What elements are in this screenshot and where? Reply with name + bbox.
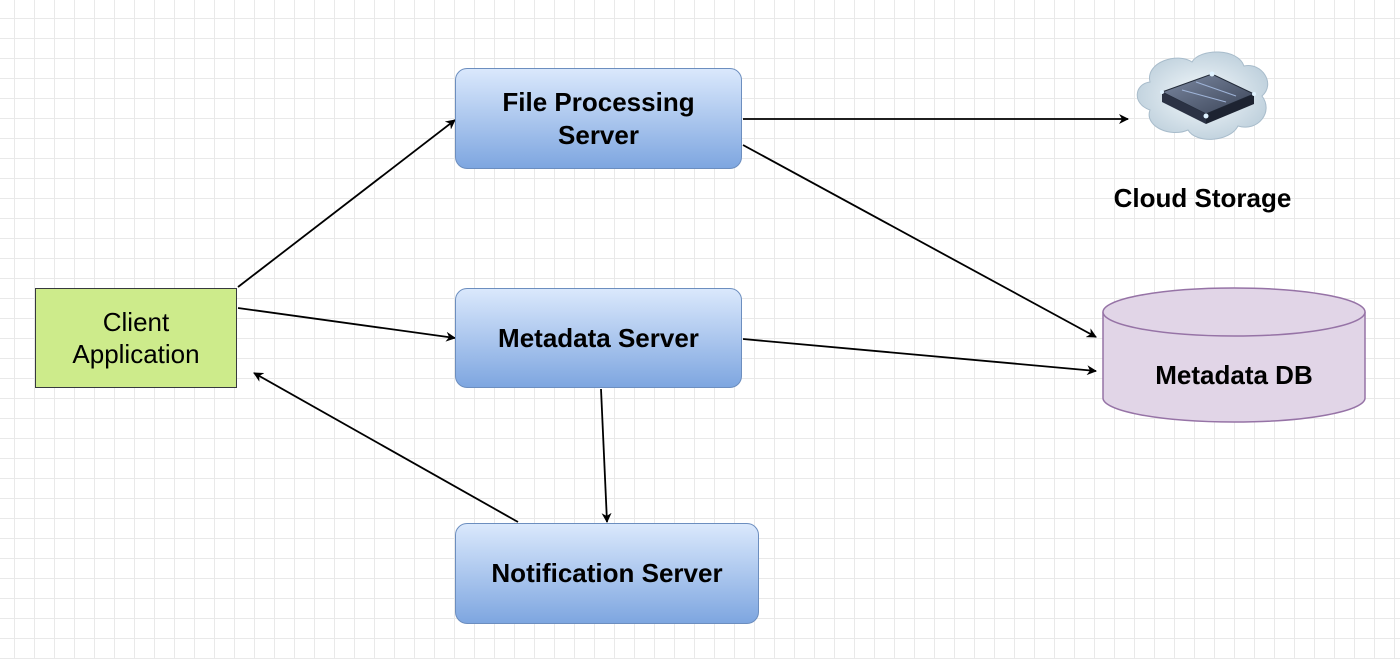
metadata-server-node: Metadata Server — [455, 288, 742, 388]
client-application-node: Client Application — [35, 288, 237, 388]
file-processing-server-node: File Processing Server — [455, 68, 742, 169]
metadata-db-label: Metadata DB — [1155, 359, 1313, 390]
edge-file-processing-to-metadata-db — [742, 144, 1097, 338]
edge-client-to-file-processing — [237, 119, 456, 288]
cloud-storage-icon — [1136, 51, 1269, 140]
metadata-db-cylinder — [1102, 287, 1366, 423]
edge-metadata-server-to-notification-server — [600, 388, 612, 523]
cloud-storage-label: Cloud Storage — [1113, 182, 1292, 213]
edge-metadata-server-to-metadata-db — [742, 338, 1097, 376]
edge-notification-server-to-client — [253, 372, 519, 523]
notification-server-node: Notification Server — [455, 523, 759, 624]
edge-client-to-metadata-server — [237, 307, 456, 342]
